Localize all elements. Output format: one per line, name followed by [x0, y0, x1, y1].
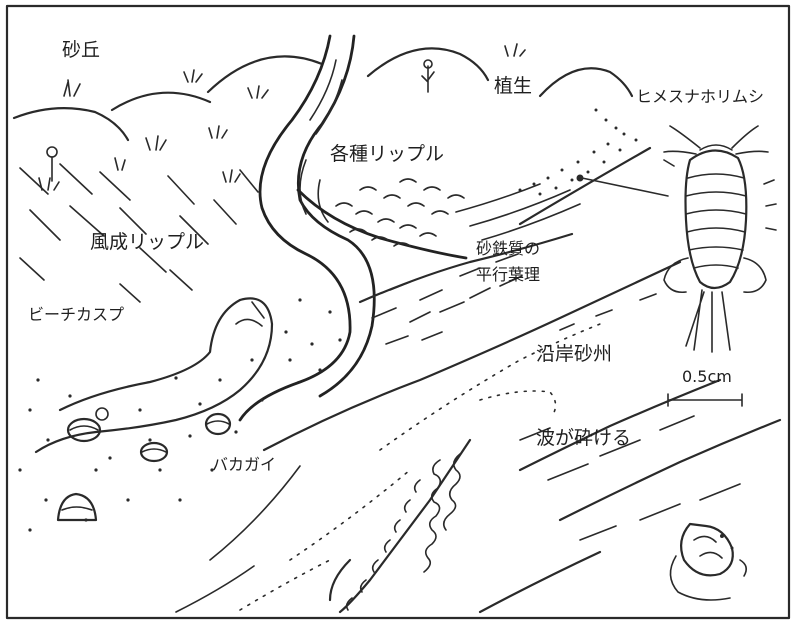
- clam-icon: [204, 412, 232, 436]
- dune-hill: [206, 55, 324, 94]
- isopod-body: [684, 149, 748, 290]
- grass-tuft: [504, 43, 526, 57]
- flower-icon: [46, 146, 58, 158]
- longshore-bar: [239, 293, 657, 611]
- grass-tuft: [63, 79, 81, 97]
- various-ripples: [335, 178, 465, 247]
- dune-hills: [12, 47, 634, 142]
- cusp-edge: [58, 298, 242, 412]
- label-scale: 0.5cm: [682, 367, 732, 386]
- isopod-figure: [663, 125, 777, 407]
- label-breaking-waves: 波が砕ける: [536, 427, 632, 449]
- wave-crest: [338, 438, 472, 614]
- wind-ripples: [19, 163, 259, 303]
- grass-tuft: [222, 169, 241, 183]
- label-wind-ripples: 風成リップル: [90, 231, 205, 253]
- frame-border: [5, 4, 791, 620]
- label-isopod: ヒメスナホリムシ: [636, 87, 765, 106]
- shore-line: [358, 232, 574, 304]
- label-iron-sand-2: 平行葉理: [476, 265, 541, 284]
- sand-stipple: [18, 298, 342, 532]
- stream-mouth: [296, 188, 468, 260]
- stream-bank-left: [238, 34, 352, 422]
- wave-line: [518, 378, 722, 472]
- grass-tuft: [247, 85, 269, 99]
- grass-tuft: [421, 65, 435, 93]
- scale-bar: [667, 393, 743, 407]
- flower-icon: [423, 59, 433, 69]
- label-various-ripples: 各種リップル: [330, 143, 445, 165]
- beach-cusp: [34, 297, 274, 454]
- label-iron-sand-1: 砂鉄質の: [476, 239, 541, 258]
- shore-lines: [175, 232, 682, 613]
- label-clam: バカガイ: [212, 455, 277, 474]
- grass-tuft: [145, 135, 167, 151]
- clam-icon: [56, 492, 98, 522]
- creature-sketch: [669, 522, 748, 601]
- iron-sand-dots: [518, 108, 638, 196]
- clam-icon: [139, 441, 169, 463]
- clam-shells: [56, 407, 232, 522]
- wave-line: [558, 418, 782, 522]
- isopod-pointer: [581, 177, 669, 197]
- label-longshore-bar: 沿岸砂州: [536, 343, 613, 365]
- grass-tuft: [208, 125, 228, 139]
- clam-icon: [66, 407, 109, 443]
- label-beach-cusp: ビーチカスプ: [28, 305, 125, 324]
- label-vegetation: 植生: [494, 75, 533, 97]
- wave-line: [478, 550, 602, 614]
- cusp-edge: [34, 297, 274, 454]
- grass-tuft: [114, 157, 126, 171]
- laminae-line: [518, 146, 652, 226]
- dune-hill: [538, 67, 634, 98]
- dune-hill: [12, 107, 130, 142]
- shore-line: [262, 260, 682, 452]
- stream: [238, 34, 468, 422]
- parallel-laminae: [455, 146, 669, 241]
- dune-hill: [366, 47, 490, 82]
- breaking-waves: [328, 378, 782, 614]
- vegetation-tufts: [38, 43, 526, 191]
- dune-hill: [110, 91, 212, 112]
- label-dune: 砂丘: [62, 39, 101, 61]
- grass-tuft: [183, 69, 203, 83]
